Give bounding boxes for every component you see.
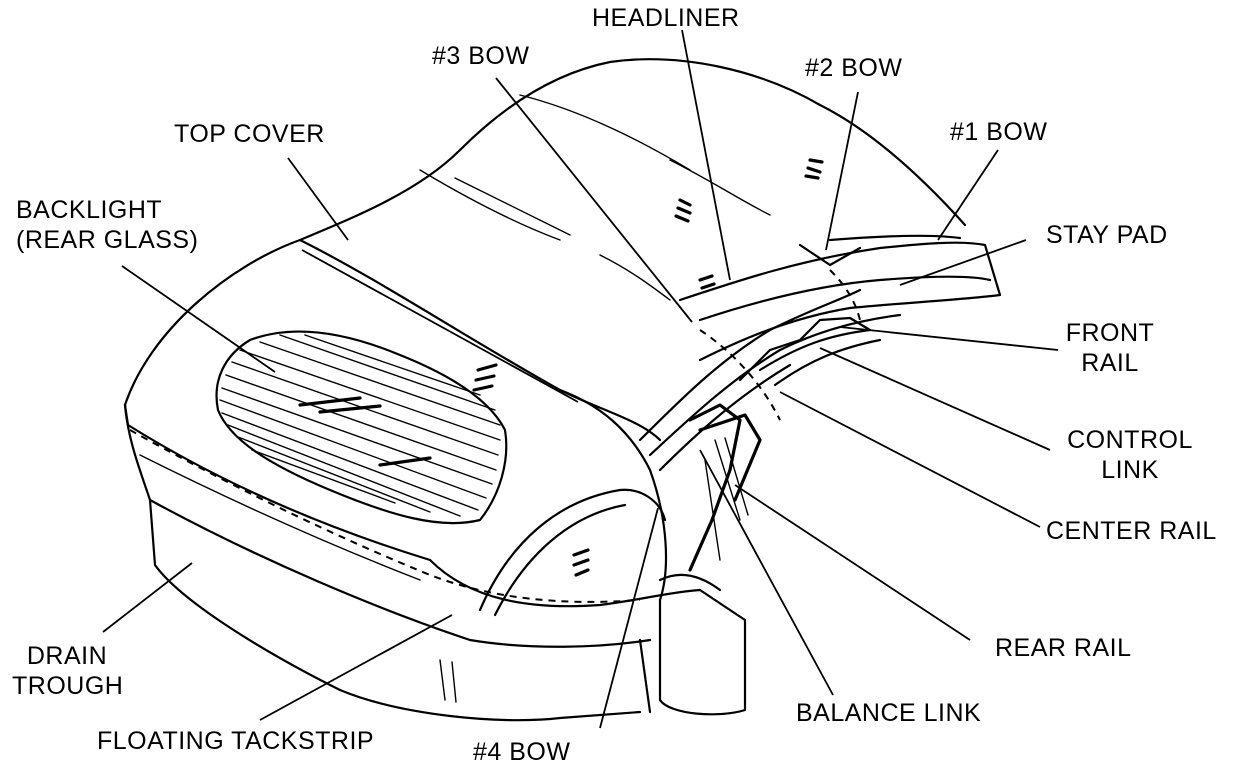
drain-trough-label-line1: DRAIN [26,642,108,670]
rear-body-drawing [123,403,702,722]
balance-link-label: BALANCE LINK [796,699,982,727]
control-link-label-line2: LINK [1101,456,1159,484]
backlight-label-line1: BACKLIGHT [16,196,163,224]
headliner-label: HEADLINER [592,4,740,32]
control-link-label: CONTROL LINK [1055,425,1205,485]
top-cover-drawing [123,58,967,577]
backlight-drawing [215,330,508,525]
bow2-label: #2 BOW [805,54,903,82]
front-rail-label: FRONT RAIL [1055,318,1165,378]
rail-assembly-drawing [478,234,1002,716]
drain-trough-label-line2: TROUGH [12,672,124,700]
leader-lines [102,29,1059,729]
control-link-label-line1: CONTROL [1067,426,1193,454]
bow4-label: #4 BOW [473,738,571,766]
stay-pad-label: STAY PAD [1046,221,1168,249]
center-rail-label: CENTER RAIL [1046,517,1217,545]
backlight-label: BACKLIGHT (REAR GLASS) [16,195,198,255]
front-rail-label-line2: RAIL [1081,349,1139,377]
floating-tackstrip-label: FLOATING TACKSTRIP [97,727,375,755]
bow1-label: #1 BOW [950,118,1048,146]
top-cover-label: TOP COVER [174,120,325,148]
bow3-label: #3 BOW [432,42,530,70]
front-rail-label-line1: FRONT [1065,319,1155,347]
backlight-label-line2: (REAR GLASS) [16,226,199,254]
drain-trough-label: DRAIN TROUGH [12,641,124,701]
rear-rail-label: REAR RAIL [995,634,1132,662]
